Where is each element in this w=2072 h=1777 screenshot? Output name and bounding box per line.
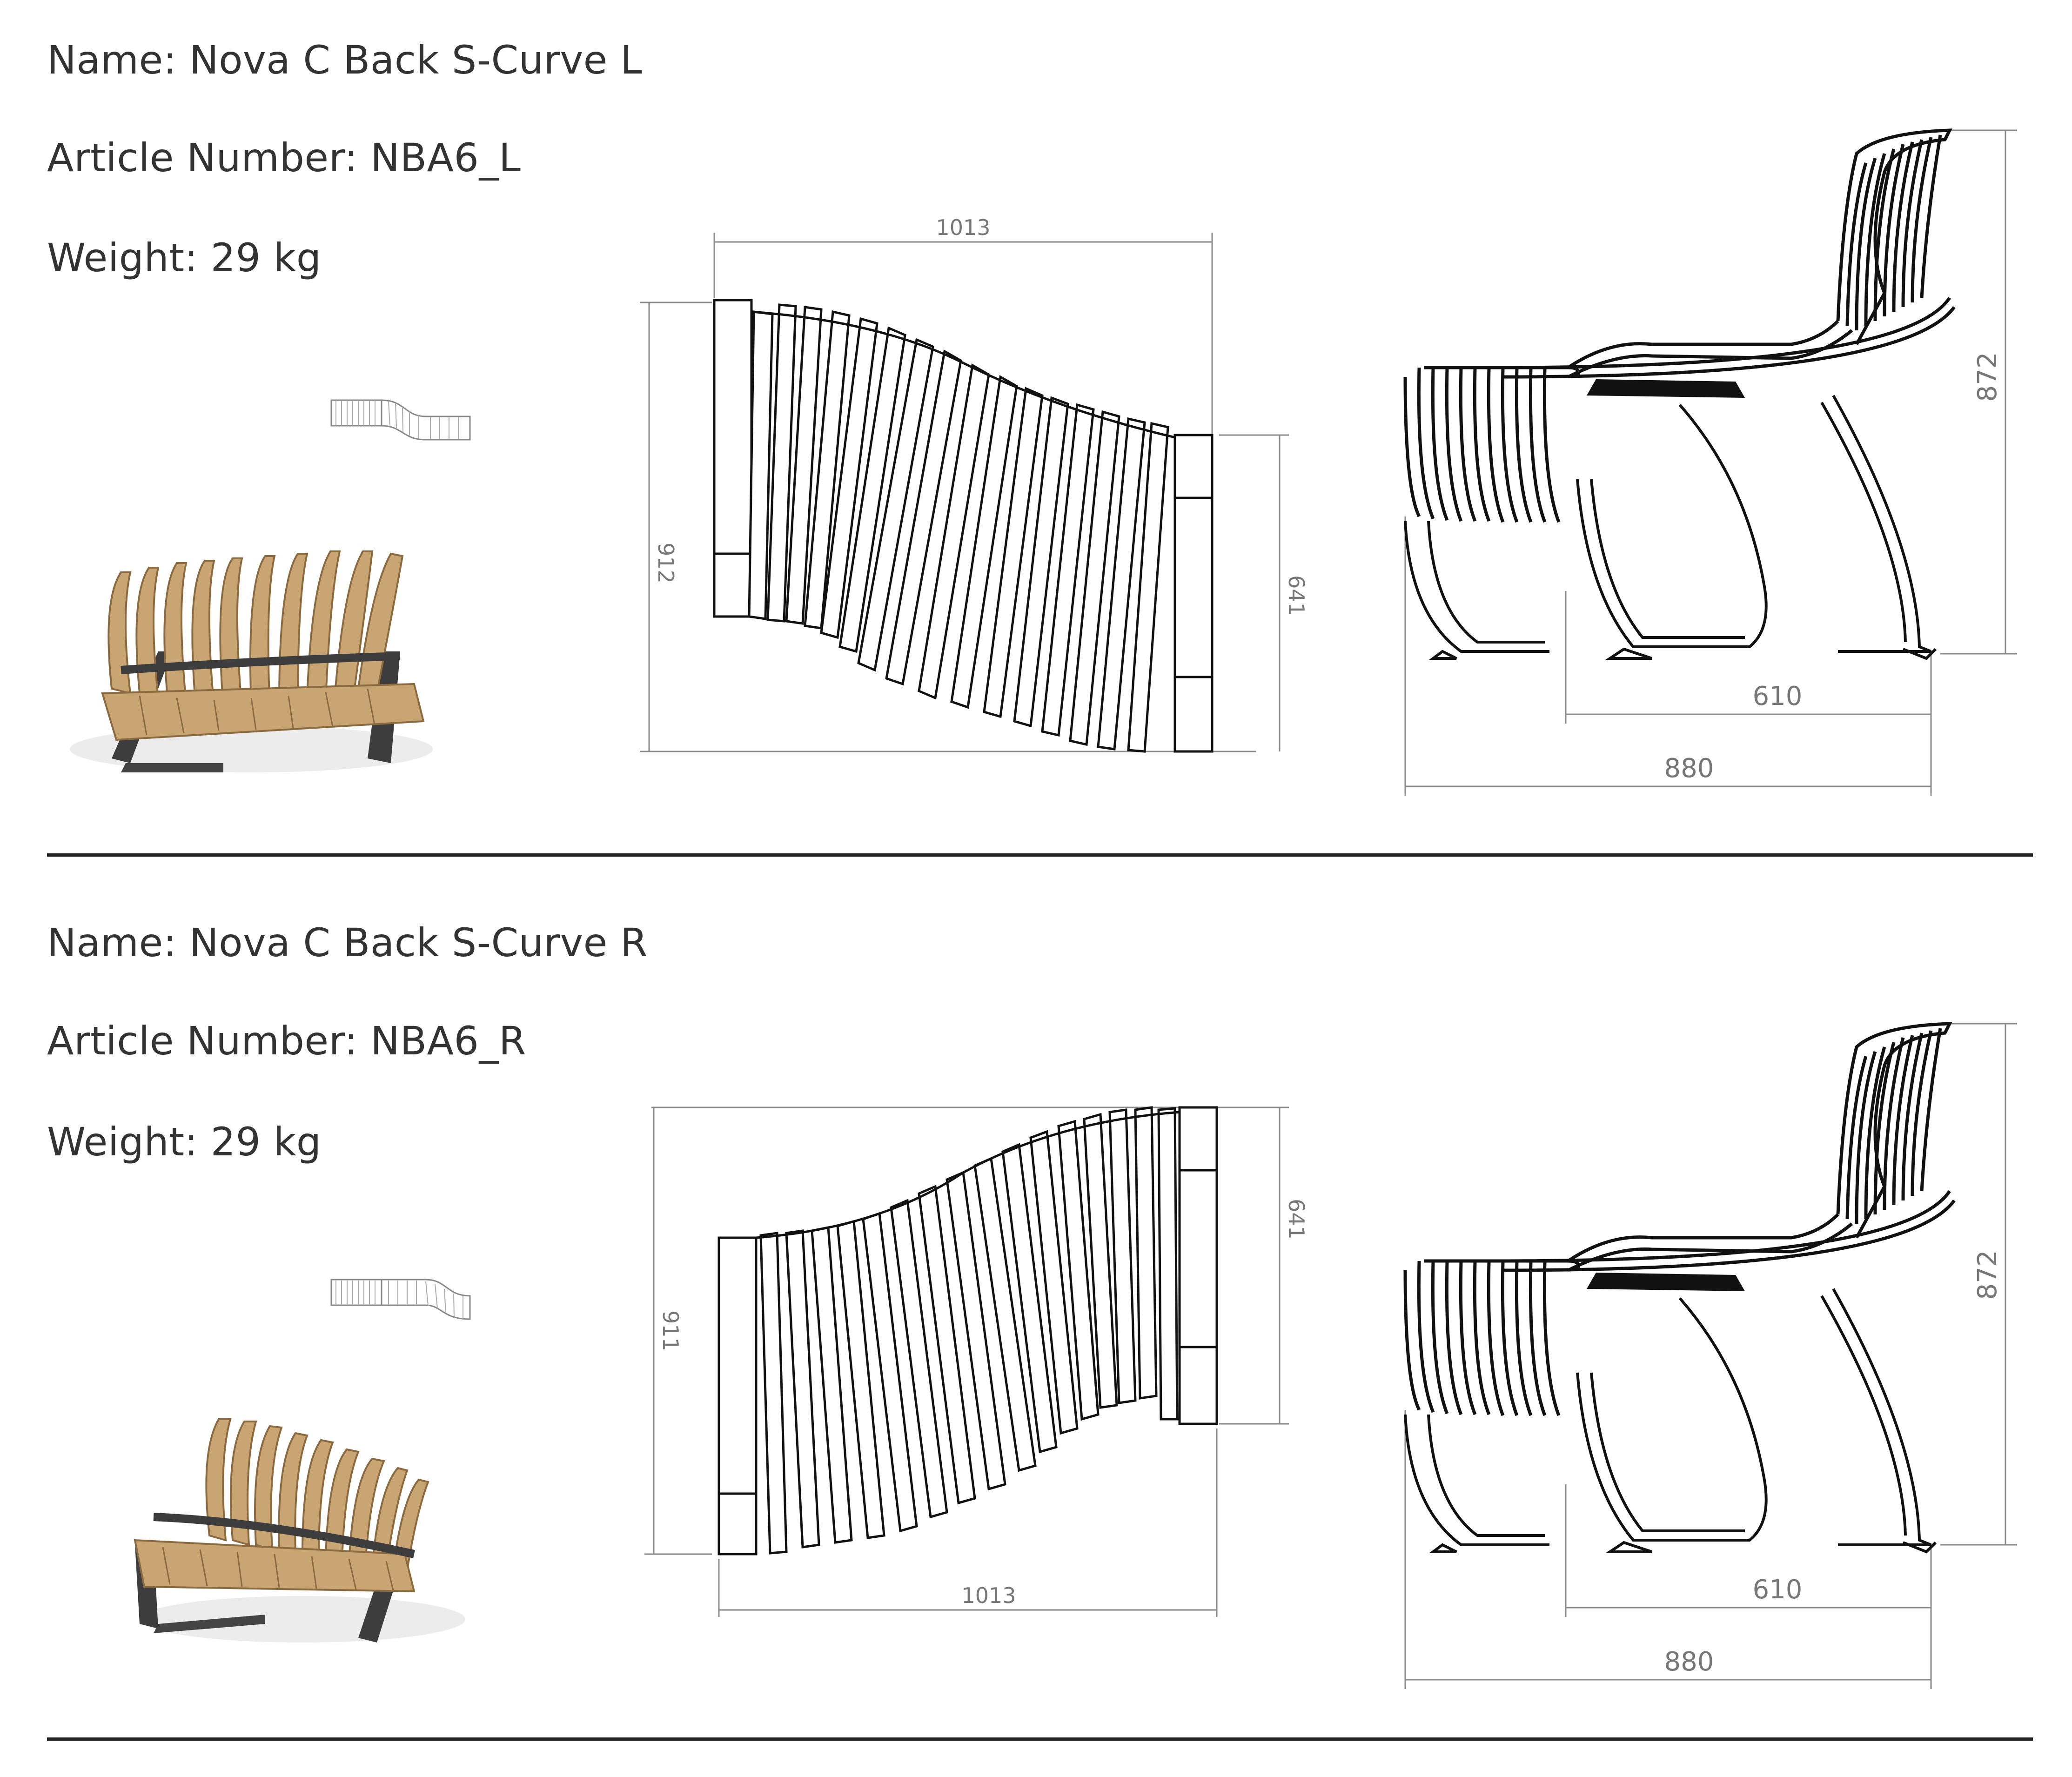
dim-total-depth: 880: [1664, 753, 1714, 784]
dim-height: 872: [1972, 1250, 2003, 1300]
product-weight: Weight: 29 kg: [47, 1119, 322, 1165]
side-view-drawing-l: 872 610 880: [1403, 128, 2017, 796]
dim-right-depth: 641: [1284, 575, 1309, 616]
top-view-drawing-r: 911 641 1013: [644, 1106, 1309, 1617]
dim-seat-depth: 610: [1753, 1575, 1803, 1605]
product-name: Name: Nova C Back S-Curve R: [47, 920, 648, 966]
product-section-r: Name: Nova C Back S-Curve R Article Numb…: [0, 884, 2072, 1777]
dim-left-depth: 912: [653, 543, 678, 583]
bench-render-l: [70, 550, 433, 772]
dim-right-depth: 641: [1284, 1199, 1309, 1240]
dim-height: 872: [1972, 352, 2003, 402]
product-weight: Weight: 29 kg: [47, 235, 322, 281]
side-view-drawing-r: 872 610 880: [1403, 1022, 2017, 1689]
product-section-l: Name: Nova C Back S-Curve L Article Numb…: [0, 0, 2072, 861]
dim-total-depth: 880: [1664, 1647, 1714, 1677]
dim-width: 1013: [961, 1583, 1016, 1608]
dim-width: 1013: [936, 215, 990, 240]
product-name: Name: Nova C Back S-Curve L: [47, 37, 643, 83]
section-divider: [47, 853, 2033, 857]
plan-thumbnail: [330, 399, 471, 441]
article-number: Article Number: NBA6_R: [47, 1018, 526, 1064]
article-number: Article Number: NBA6_L: [47, 135, 521, 181]
section-divider: [47, 1737, 2033, 1741]
top-view-drawing-l: 1013 912 641: [640, 215, 1309, 753]
bench-render-r: [134, 1418, 465, 1643]
dim-left-depth: 911: [658, 1310, 683, 1351]
plan-thumbnail: [330, 1279, 471, 1320]
dim-seat-depth: 610: [1753, 681, 1803, 711]
